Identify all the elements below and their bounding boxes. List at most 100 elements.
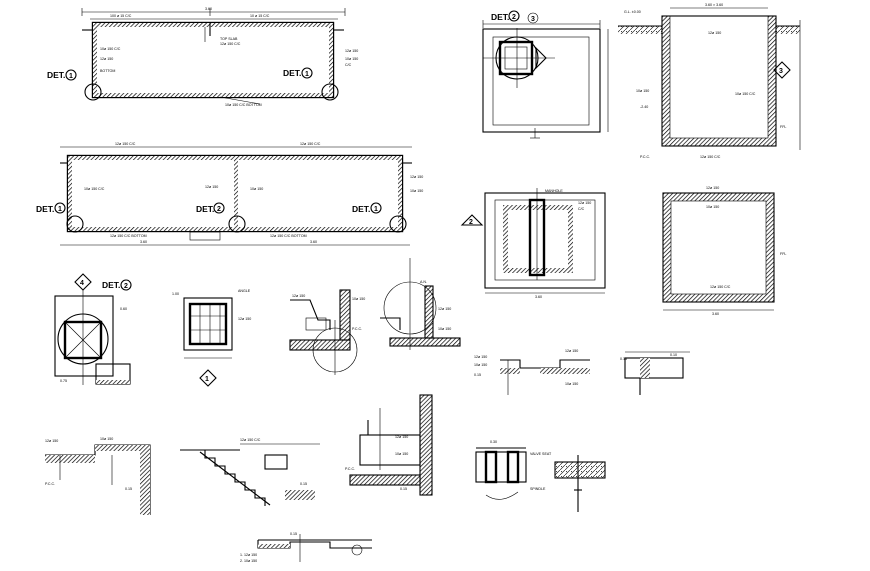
- svg-text:3: 3: [531, 16, 535, 23]
- svg-text:0.30: 0.30: [490, 440, 497, 444]
- wall-column-detail: 12ø 150 10ø 150 P.C.C. 0.15: [345, 394, 433, 496]
- detail-callout-number: 1: [69, 73, 73, 80]
- detail-callout-label: DET.: [352, 204, 370, 214]
- svg-text:10ø 150: 10ø 150: [565, 382, 578, 386]
- svg-text:12ø 150 C/C BOTTOM: 12ø 150 C/C BOTTOM: [110, 234, 147, 238]
- detail-callout-number: 2: [124, 283, 128, 290]
- svg-text:10ø 150: 10ø 150: [410, 189, 423, 193]
- svg-text:P.C.C.: P.C.C.: [45, 482, 55, 486]
- detail-callout-label: DET.: [283, 68, 301, 78]
- svg-text:0.60: 0.60: [120, 307, 127, 311]
- svg-text:FFL: FFL: [780, 125, 786, 129]
- svg-text:ANGLE: ANGLE: [238, 289, 251, 293]
- svg-text:12ø 150 C/C: 12ø 150 C/C: [220, 42, 241, 46]
- svg-text:0.15: 0.15: [125, 487, 132, 491]
- svg-text:12ø 150: 12ø 150: [578, 201, 591, 205]
- svg-text:10 ø 15 C/C: 10 ø 15 C/C: [250, 14, 270, 18]
- svg-text:10ø 150: 10ø 150: [636, 89, 649, 93]
- svg-text:12ø 150: 12ø 150: [100, 57, 113, 61]
- staircase-section: 12ø 150 C/C 0.15: [180, 438, 320, 506]
- svg-text:3.60: 3.60: [310, 240, 317, 244]
- svg-text:12ø 150: 12ø 150: [395, 435, 408, 439]
- detail-callout-number: 2: [512, 14, 516, 21]
- svg-text:3.60: 3.60: [205, 7, 212, 11]
- tank-plan: 12ø 150 10ø 150 12ø 150 C/C 3.60 FFL: [662, 186, 786, 316]
- svg-text:12ø 150: 12ø 150: [410, 175, 423, 179]
- pipe-detail: [554, 455, 606, 512]
- detail-callout-number: 1: [374, 206, 378, 213]
- svg-text:BOTTOM: BOTTOM: [100, 69, 115, 73]
- grating-detail: 1 1.00 ANGLE 12ø 150: [172, 289, 251, 387]
- svg-text:10ø 150: 10ø 150: [395, 452, 408, 456]
- long-section-top: 3.60 100 ø 15 C/C 10 ø 15 C/C TOP SLAB 1…: [47, 7, 358, 107]
- svg-text:FFL: FFL: [780, 252, 786, 256]
- svg-text:10ø 150 C/C: 10ø 150 C/C: [100, 47, 121, 51]
- joint-detail-right: A.N. 12ø 150 10ø 150: [380, 258, 461, 350]
- footing-step-detail: 12ø 150 10ø 150 0.15 P.C.C.: [45, 437, 151, 515]
- svg-text:0.15: 0.15: [300, 482, 307, 486]
- svg-text:2: 2: [469, 219, 473, 226]
- svg-text:12ø 150: 12ø 150: [706, 186, 719, 190]
- svg-text:12ø 150 C/C: 12ø 150 C/C: [300, 142, 321, 146]
- long-section-middle: 12ø 150 C/C 12ø 150 C/C 10ø 150 C/C 12ø …: [36, 142, 423, 246]
- svg-text:-2.40: -2.40: [640, 105, 648, 109]
- svg-text:3.60: 3.60: [140, 240, 147, 244]
- svg-text:10ø 150: 10ø 150: [100, 437, 113, 441]
- manhole-cover-detail: 4 DET. 2 0.60 0.75: [54, 273, 132, 385]
- svg-text:1: 1: [205, 376, 209, 383]
- step-detail-right: 12ø 150 10ø 150 0.15 12ø 150 10ø 150: [474, 349, 590, 395]
- detail-callout-number: 1: [305, 71, 309, 78]
- svg-text:10ø 150: 10ø 150: [474, 363, 487, 367]
- svg-text:12ø 150: 12ø 150: [565, 349, 578, 353]
- svg-text:12ø 150: 12ø 150: [708, 31, 721, 35]
- underground-section: 3.60 × 3.60 G.L. ±0.00 12ø 150 10ø 150 C…: [618, 3, 801, 159]
- svg-text:12ø 150: 12ø 150: [345, 49, 358, 53]
- svg-text:10ø 150 C/C: 10ø 150 C/C: [735, 92, 756, 96]
- svg-text:12ø 150 C/C: 12ø 150 C/C: [240, 438, 261, 442]
- svg-text:12ø 150 C/C: 12ø 150 C/C: [710, 285, 731, 289]
- svg-text:10ø 150: 10ø 150: [250, 187, 263, 191]
- detail-callout-label: DET.: [36, 204, 54, 214]
- drain-detail: 1. 12ø 150 2. 10ø 150 0.15: [240, 532, 372, 563]
- slab-plan: MANHOLE 12ø 150 C/C 2 3.60: [460, 188, 606, 299]
- manhole-plan: 3 DET. 2: [482, 10, 609, 139]
- valve-detail: VALVE SEAT SPINDLE 0.30: [475, 440, 552, 500]
- svg-text:3.60: 3.60: [712, 312, 719, 316]
- svg-text:1. 12ø 150: 1. 12ø 150: [240, 553, 257, 557]
- svg-text:10ø 150: 10ø 150: [352, 297, 365, 301]
- svg-text:MANHOLE: MANHOLE: [545, 189, 563, 193]
- svg-text:100 ø 15 C/C: 100 ø 15 C/C: [110, 14, 132, 18]
- svg-text:10ø 150: 10ø 150: [438, 327, 451, 331]
- svg-text:A.N.: A.N.: [420, 280, 427, 284]
- svg-text:3.60: 3.60: [535, 295, 542, 299]
- joint-detail-left: 12ø 150 10ø 150 P.C.C.: [289, 289, 365, 375]
- detail-callout-label: DET.: [102, 280, 120, 290]
- svg-text:VALVE SEAT: VALVE SEAT: [530, 452, 552, 456]
- svg-text:10ø 150: 10ø 150: [345, 57, 358, 61]
- svg-text:0.75: 0.75: [60, 379, 67, 383]
- svg-text:0.15: 0.15: [400, 487, 407, 491]
- detail-callout-label: DET.: [47, 70, 65, 80]
- svg-text:12ø 150 C/C: 12ø 150 C/C: [700, 155, 721, 159]
- svg-text:P.C.C.: P.C.C.: [345, 467, 355, 471]
- svg-text:TOP SLAB: TOP SLAB: [220, 37, 238, 41]
- svg-text:10ø 150 C/C: 10ø 150 C/C: [84, 187, 105, 191]
- svg-text:10ø 150: 10ø 150: [706, 205, 719, 209]
- svg-text:3: 3: [779, 68, 783, 75]
- svg-text:3.60 × 3.60: 3.60 × 3.60: [705, 3, 723, 7]
- detail-callout-number: 2: [217, 206, 221, 213]
- detail-callout-label: DET.: [196, 204, 214, 214]
- svg-text:2. 10ø 150: 2. 10ø 150: [240, 559, 257, 563]
- coping-detail: 0.15 0.10: [620, 351, 690, 395]
- svg-text:12ø 150: 12ø 150: [292, 294, 305, 298]
- detail-callout-label: DET.: [491, 12, 509, 22]
- svg-text:12ø 150: 12ø 150: [474, 355, 487, 359]
- svg-text:12ø 150: 12ø 150: [438, 307, 451, 311]
- svg-text:0.15: 0.15: [290, 532, 297, 536]
- svg-text:C/C: C/C: [345, 63, 352, 67]
- detail-callout-number: 1: [58, 206, 62, 213]
- svg-text:P.C.C.: P.C.C.: [640, 155, 650, 159]
- svg-text:0.10: 0.10: [670, 353, 677, 357]
